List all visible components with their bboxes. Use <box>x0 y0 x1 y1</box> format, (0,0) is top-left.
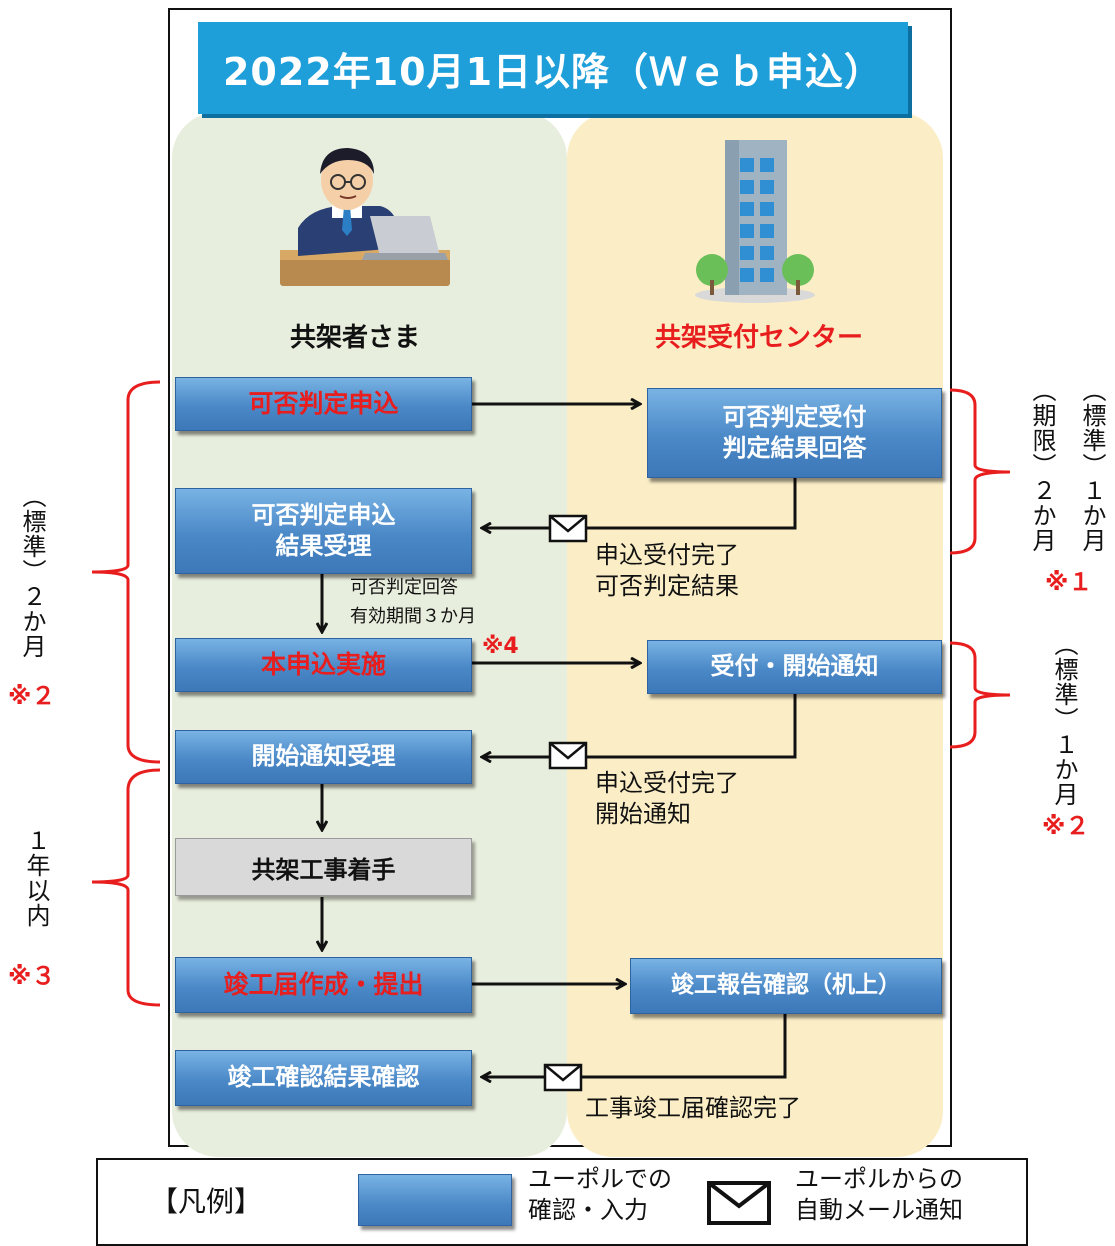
mark-right-mid: ※２ <box>1042 812 1090 840</box>
legend-mail-icon <box>707 1181 771 1225</box>
mail-icon <box>548 741 588 770</box>
mark-left-bottom: ※３ <box>8 962 56 990</box>
duration-label-right-deadline: （期限）２か月 <box>1028 378 1056 553</box>
duration-label-left-top: （標準）２か月 <box>18 484 46 659</box>
legend-title: 【凡例】 <box>150 1185 263 1218</box>
box-completion-check: 竣工報告確認（机上） <box>630 958 942 1014</box>
page-title: 2022年10月1日以降（Ｗｅｂ申込） <box>222 49 884 94</box>
person-at-laptop-icon <box>280 148 450 286</box>
mail-icon <box>543 1063 583 1092</box>
box-judgment-reception: 可否判定受付 判定結果回答 <box>647 388 942 478</box>
mark-left-top: ※２ <box>8 682 56 710</box>
bracket-left-bottom <box>91 768 161 1007</box>
column-label-right: 共架受付センター <box>655 323 864 353</box>
bracket-right-mid <box>949 641 1011 749</box>
mark-right-top: ※１ <box>1045 568 1093 596</box>
duration-label-right-mid: （標準）１か月 <box>1050 632 1078 807</box>
box-apply-judgment: 可否判定申込 <box>175 377 472 431</box>
box-completion-confirm: 竣工確認結果確認 <box>175 1050 472 1106</box>
mark-note-4: ※4 <box>482 634 519 659</box>
bracket-left-top <box>91 380 161 764</box>
duration-label-left-bottom: １年以内 <box>22 828 50 928</box>
box-reception-start-notice: 受付・開始通知 <box>647 640 942 694</box>
box-receive-judgment-result: 可否判定申込 結果受理 <box>175 488 472 574</box>
legend-box-text: ユーポルでの 確認・入力 <box>528 1165 672 1225</box>
title-banner: 2022年10月1日以降（Ｗｅｂ申込） <box>198 22 908 114</box>
arrow-check-to-confirm <box>482 1013 787 1077</box>
mail-icon <box>548 514 588 543</box>
mail-note-1: 申込受付完了 可否判定結果 <box>595 541 739 601</box>
column-label-left: 共架者さま <box>290 323 421 353</box>
box-start-notice-receipt: 開始通知受理 <box>175 730 472 784</box>
box-completion-report: 竣工届作成・提出 <box>175 957 472 1013</box>
box-main-application: 本申込実施 <box>175 638 472 692</box>
box-construction-start: 共架工事着手 <box>175 838 472 896</box>
validity-note: 可否判定回答 有効期間３か月 <box>350 577 476 627</box>
arrow-notice-to-receipt <box>482 692 797 757</box>
legend-blue-box <box>358 1174 512 1226</box>
legend <box>96 1158 1028 1246</box>
building-icon <box>695 140 815 303</box>
duration-label-right-standard: （標準）１か月 <box>1078 378 1106 553</box>
mail-note-3: 工事竣工届確認完了 <box>585 1094 801 1122</box>
arrow-result-to-receipt <box>482 478 797 528</box>
legend-mail-text: ユーポルからの 自動メール通知 <box>795 1165 963 1225</box>
mail-note-2: 申込受付完了 開始通知 <box>595 769 739 829</box>
bracket-right-top <box>949 388 1011 555</box>
